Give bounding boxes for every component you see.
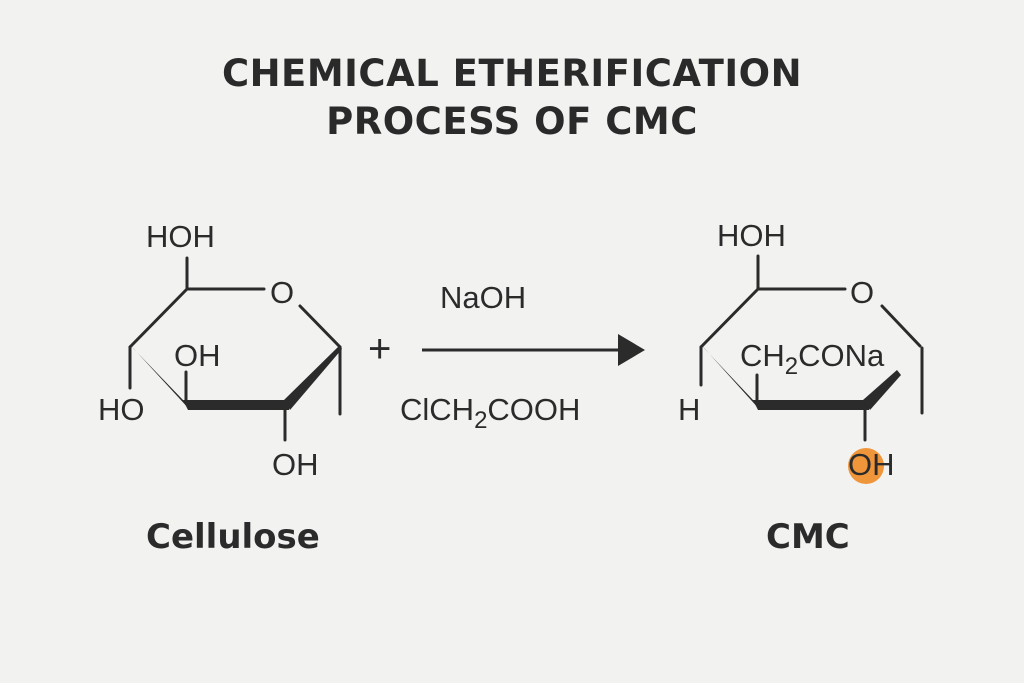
cellulose-hoh-label: HOH [146,219,215,254]
cmc-structure [699,254,924,442]
cmc-label: CMC [766,517,850,557]
cellulose-structure [128,256,342,442]
reaction-arrow-head [618,334,645,366]
reagent-naoh: NaOH [440,280,526,315]
bond-c5-c4 [128,287,189,349]
reagent-chloroacetic-acid: ClCH2COOH [400,392,580,434]
wedge-bottom [753,400,869,410]
bond-c5-c4 [699,287,760,349]
cellulose-ring-oxygen: O [270,275,294,310]
cmc-inner-pre: CH [740,338,785,373]
reagent-subscript: 2 [474,407,487,434]
cmc-inner-post: CONa [798,338,885,373]
wedge-bottom [183,400,289,410]
reagent-text-pre: ClCH [400,392,474,427]
cmc-oh-bottom: OH [848,447,895,482]
cmc-inner-sub: 2 [785,353,798,380]
bond-o-c1 [298,304,342,349]
bond-o-c1 [880,304,922,348]
wedge-right [284,345,342,410]
cmc-hoh-label: HOH [717,218,786,253]
title-line-2: PROCESS OF CMC [326,100,698,143]
title-line-1: CHEMICAL ETHERIFICATION [221,52,803,95]
reagent-text-post: COOH [487,392,580,427]
cmc-h-left: H [678,392,700,427]
cmc-carboxymethyl-group: CH2CONa [740,338,885,380]
cellulose-ho-left: HO [98,392,145,427]
highlight-dot [848,448,884,484]
cmc-wedges [701,345,901,410]
cmc-ring-oxygen: O [850,275,874,310]
cellulose-oh-bottom: OH [272,447,319,482]
cellulose-oh-inner: OH [174,338,221,373]
wedge-right [863,370,901,410]
cellulose-label: Cellulose [146,517,320,557]
plus-sign: + [368,327,391,371]
